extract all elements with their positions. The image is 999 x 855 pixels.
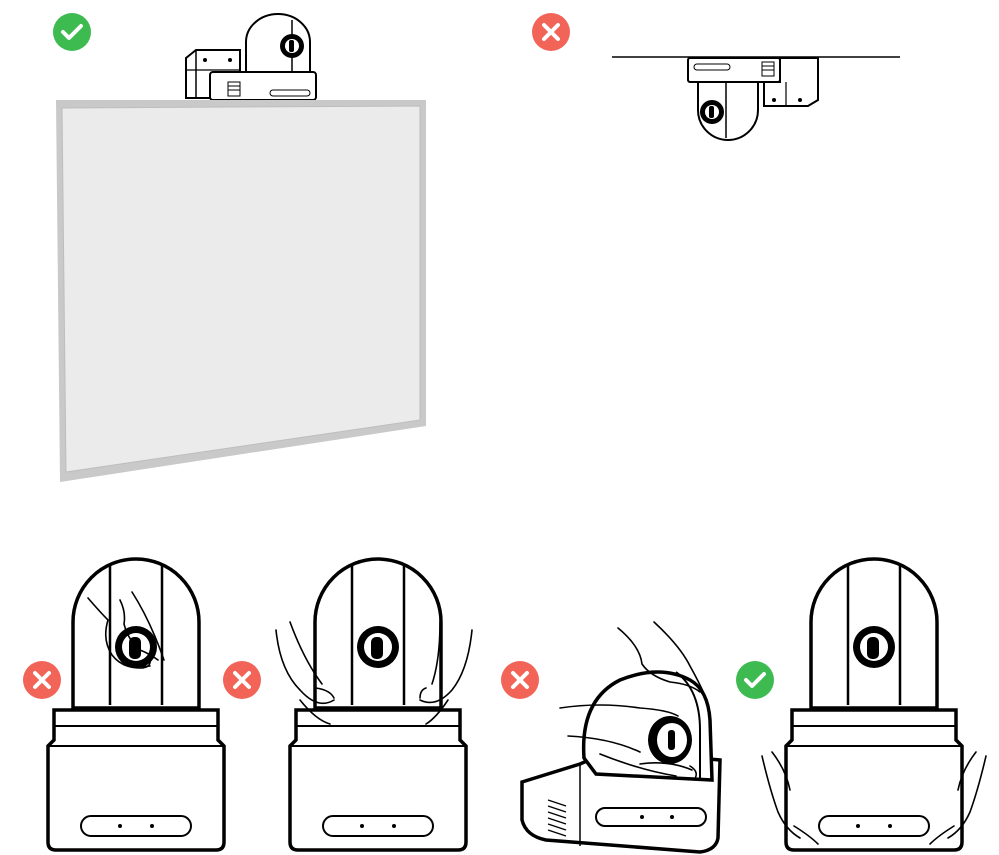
- cross-icon: [222, 660, 262, 700]
- inverted-camera: [688, 58, 818, 140]
- display-screen: [56, 100, 426, 482]
- mounted-camera: [186, 14, 316, 100]
- camera-handling-1: [48, 559, 224, 850]
- cross-icon: [22, 660, 62, 700]
- not-ok-badge-handling-2: [222, 660, 262, 700]
- checkmark-icon: [52, 12, 92, 52]
- camera-handling-3: [522, 622, 720, 852]
- not-ok-badge-ceiling-mount: [531, 12, 571, 52]
- cross-icon: [531, 12, 571, 52]
- camera-handling-4: [762, 559, 986, 850]
- ok-badge-handling-4: [735, 660, 775, 700]
- cross-icon: [500, 660, 540, 700]
- checkmark-icon: [735, 660, 775, 700]
- ok-badge-wall-mount: [52, 12, 92, 52]
- wall-mount-illustration: [56, 14, 426, 482]
- ceiling-mount-illustration: [612, 57, 900, 140]
- not-ok-badge-handling-1: [22, 660, 62, 700]
- not-ok-badge-handling-3: [500, 660, 540, 700]
- camera-handling-2: [276, 559, 472, 850]
